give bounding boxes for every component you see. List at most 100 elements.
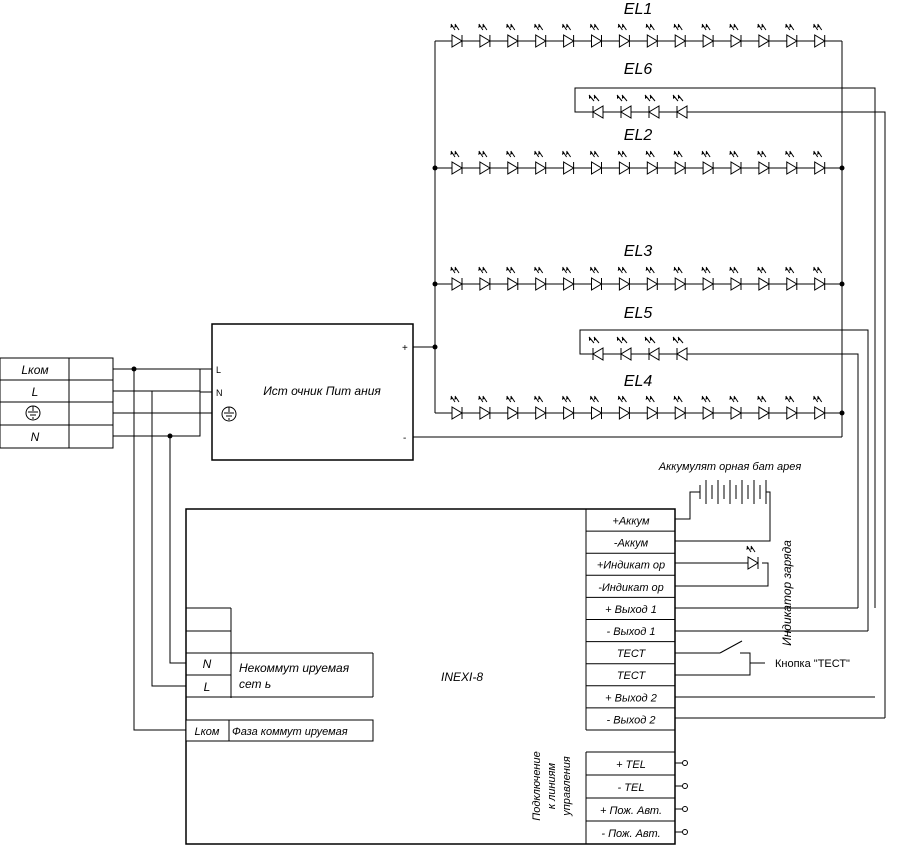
terminal-pin-icon[interactable]: [682, 760, 688, 766]
led-icon: [588, 336, 607, 361]
power-supply-label: Ист очник Пит ания: [263, 384, 381, 398]
led-icon: [615, 266, 630, 291]
controller-terminal-label: + Выход 2: [605, 692, 657, 704]
led-icon: [671, 266, 686, 291]
led-icon: [532, 266, 547, 291]
led-icon: [727, 150, 742, 175]
led-string-el2: [448, 150, 826, 175]
led-icon: [783, 150, 798, 175]
supply-terminal-block: Lком L N: [0, 357, 114, 449]
led-icon: [755, 150, 770, 175]
led-icon: [671, 23, 686, 48]
led-string-el6: [588, 94, 691, 119]
led-icon: [699, 266, 714, 291]
led-icon: [448, 266, 463, 291]
led-icon: [560, 395, 575, 420]
led-icon: [448, 395, 463, 420]
led-icon: [448, 23, 463, 48]
led-icon: [615, 395, 630, 420]
test-button[interactable]: Кнопка "ТЕСТ": [675, 640, 850, 676]
ps-pin-plus: +: [402, 343, 408, 354]
led-icon: [504, 150, 519, 175]
controller-terminal-label: +Индикат ор: [597, 560, 665, 572]
mains-wiring: [113, 366, 212, 731]
led-icon: [616, 336, 635, 361]
led-string-el3: [448, 266, 826, 291]
string-label-el1: EL1: [624, 1, 652, 18]
led-icon: [615, 23, 630, 48]
led-icon: [672, 94, 691, 119]
string-label-el3: EL3: [624, 243, 653, 260]
led-icon: [644, 336, 663, 361]
control-label-2: к линиям: [546, 762, 558, 809]
string-label-el6: EL6: [624, 61, 653, 78]
control-terminal-label: - Пож. Авт.: [601, 828, 660, 840]
charge-indicator: Индикатор заряда: [675, 540, 794, 646]
phase-label: Фаза коммут ируемая: [232, 726, 348, 738]
led-icon: [616, 94, 635, 119]
led-icon: [588, 395, 602, 420]
controller-terminal-label: - Выход 2: [607, 714, 656, 726]
led-icon: [643, 23, 658, 48]
ps-pin-l: L: [216, 365, 221, 375]
led-icon: [755, 395, 770, 420]
controller-terminals: +Аккум-Аккум+Индикат ор-Индикат ор+ Выхо…: [586, 516, 675, 731]
led-icon: [671, 395, 686, 420]
ps-pin-minus: -: [403, 433, 406, 444]
led-icon: [643, 395, 658, 420]
control-label-3: управления: [561, 756, 573, 817]
led-icon: [504, 23, 519, 48]
led-icon: [532, 395, 547, 420]
led-icon: [811, 23, 826, 48]
led-icon: [643, 150, 658, 175]
control-terminal-label: + TEL: [616, 759, 646, 771]
battery-label: Аккумулят орная бат арея: [658, 461, 802, 473]
led-icon: [476, 23, 491, 48]
led-icon: [588, 23, 602, 48]
mains-label-1: Некоммут ируемая: [239, 661, 350, 675]
terminal-pin-icon[interactable]: [682, 829, 688, 835]
controller-inexi-8: INEXI-8 +Аккум-Аккум+Индикат ор-Индикат …: [185, 508, 688, 845]
led-icon: [699, 23, 714, 48]
terminal-l: L: [32, 385, 39, 399]
phase-pin: Lком: [195, 726, 220, 738]
led-icon: [783, 23, 798, 48]
controller-terminal-label: + Выход 1: [605, 604, 657, 616]
controller-terminal-label: ТЕСТ: [617, 670, 647, 682]
led-icon: [643, 266, 658, 291]
terminal-pin-icon[interactable]: [682, 783, 688, 789]
led-icon: [476, 395, 491, 420]
led-icon: [504, 266, 519, 291]
terminal-lcom: Lком: [21, 363, 48, 377]
led-icon: [588, 266, 602, 291]
led-icon: [588, 94, 607, 119]
led-icon: [672, 336, 691, 361]
control-terminal-label: - TEL: [618, 782, 645, 794]
terminal-n: N: [31, 430, 40, 444]
control-label-1: Подключение: [531, 751, 543, 820]
led-icon: [755, 266, 770, 291]
led-icon: [560, 23, 575, 48]
led-icon: [727, 395, 742, 420]
led-icon: [504, 395, 519, 420]
test-button-label: Кнопка "ТЕСТ": [775, 658, 850, 670]
ps-pin-n: N: [216, 388, 223, 398]
led-icon: [615, 150, 630, 175]
mains-l: L: [204, 680, 211, 694]
string-label-el4: EL4: [624, 373, 653, 390]
mains-label-2: сет ь: [239, 677, 271, 691]
led-icon: [783, 266, 798, 291]
controller-terminal-label: - Выход 1: [607, 626, 656, 638]
led-icon: [811, 395, 826, 420]
controller-terminal-label: +Аккум: [612, 516, 650, 528]
led-icon: [644, 94, 663, 119]
led-icon: [560, 266, 575, 291]
terminal-pin-icon[interactable]: [682, 806, 688, 812]
led-icon: [532, 23, 547, 48]
led-icon: [476, 150, 491, 175]
led-icon: [811, 266, 826, 291]
control-terminals: + TEL- TEL+ Пож. Авт.- Пож. Авт.: [585, 751, 688, 844]
led-string-el1: [448, 23, 826, 48]
led-icon: [727, 266, 742, 291]
